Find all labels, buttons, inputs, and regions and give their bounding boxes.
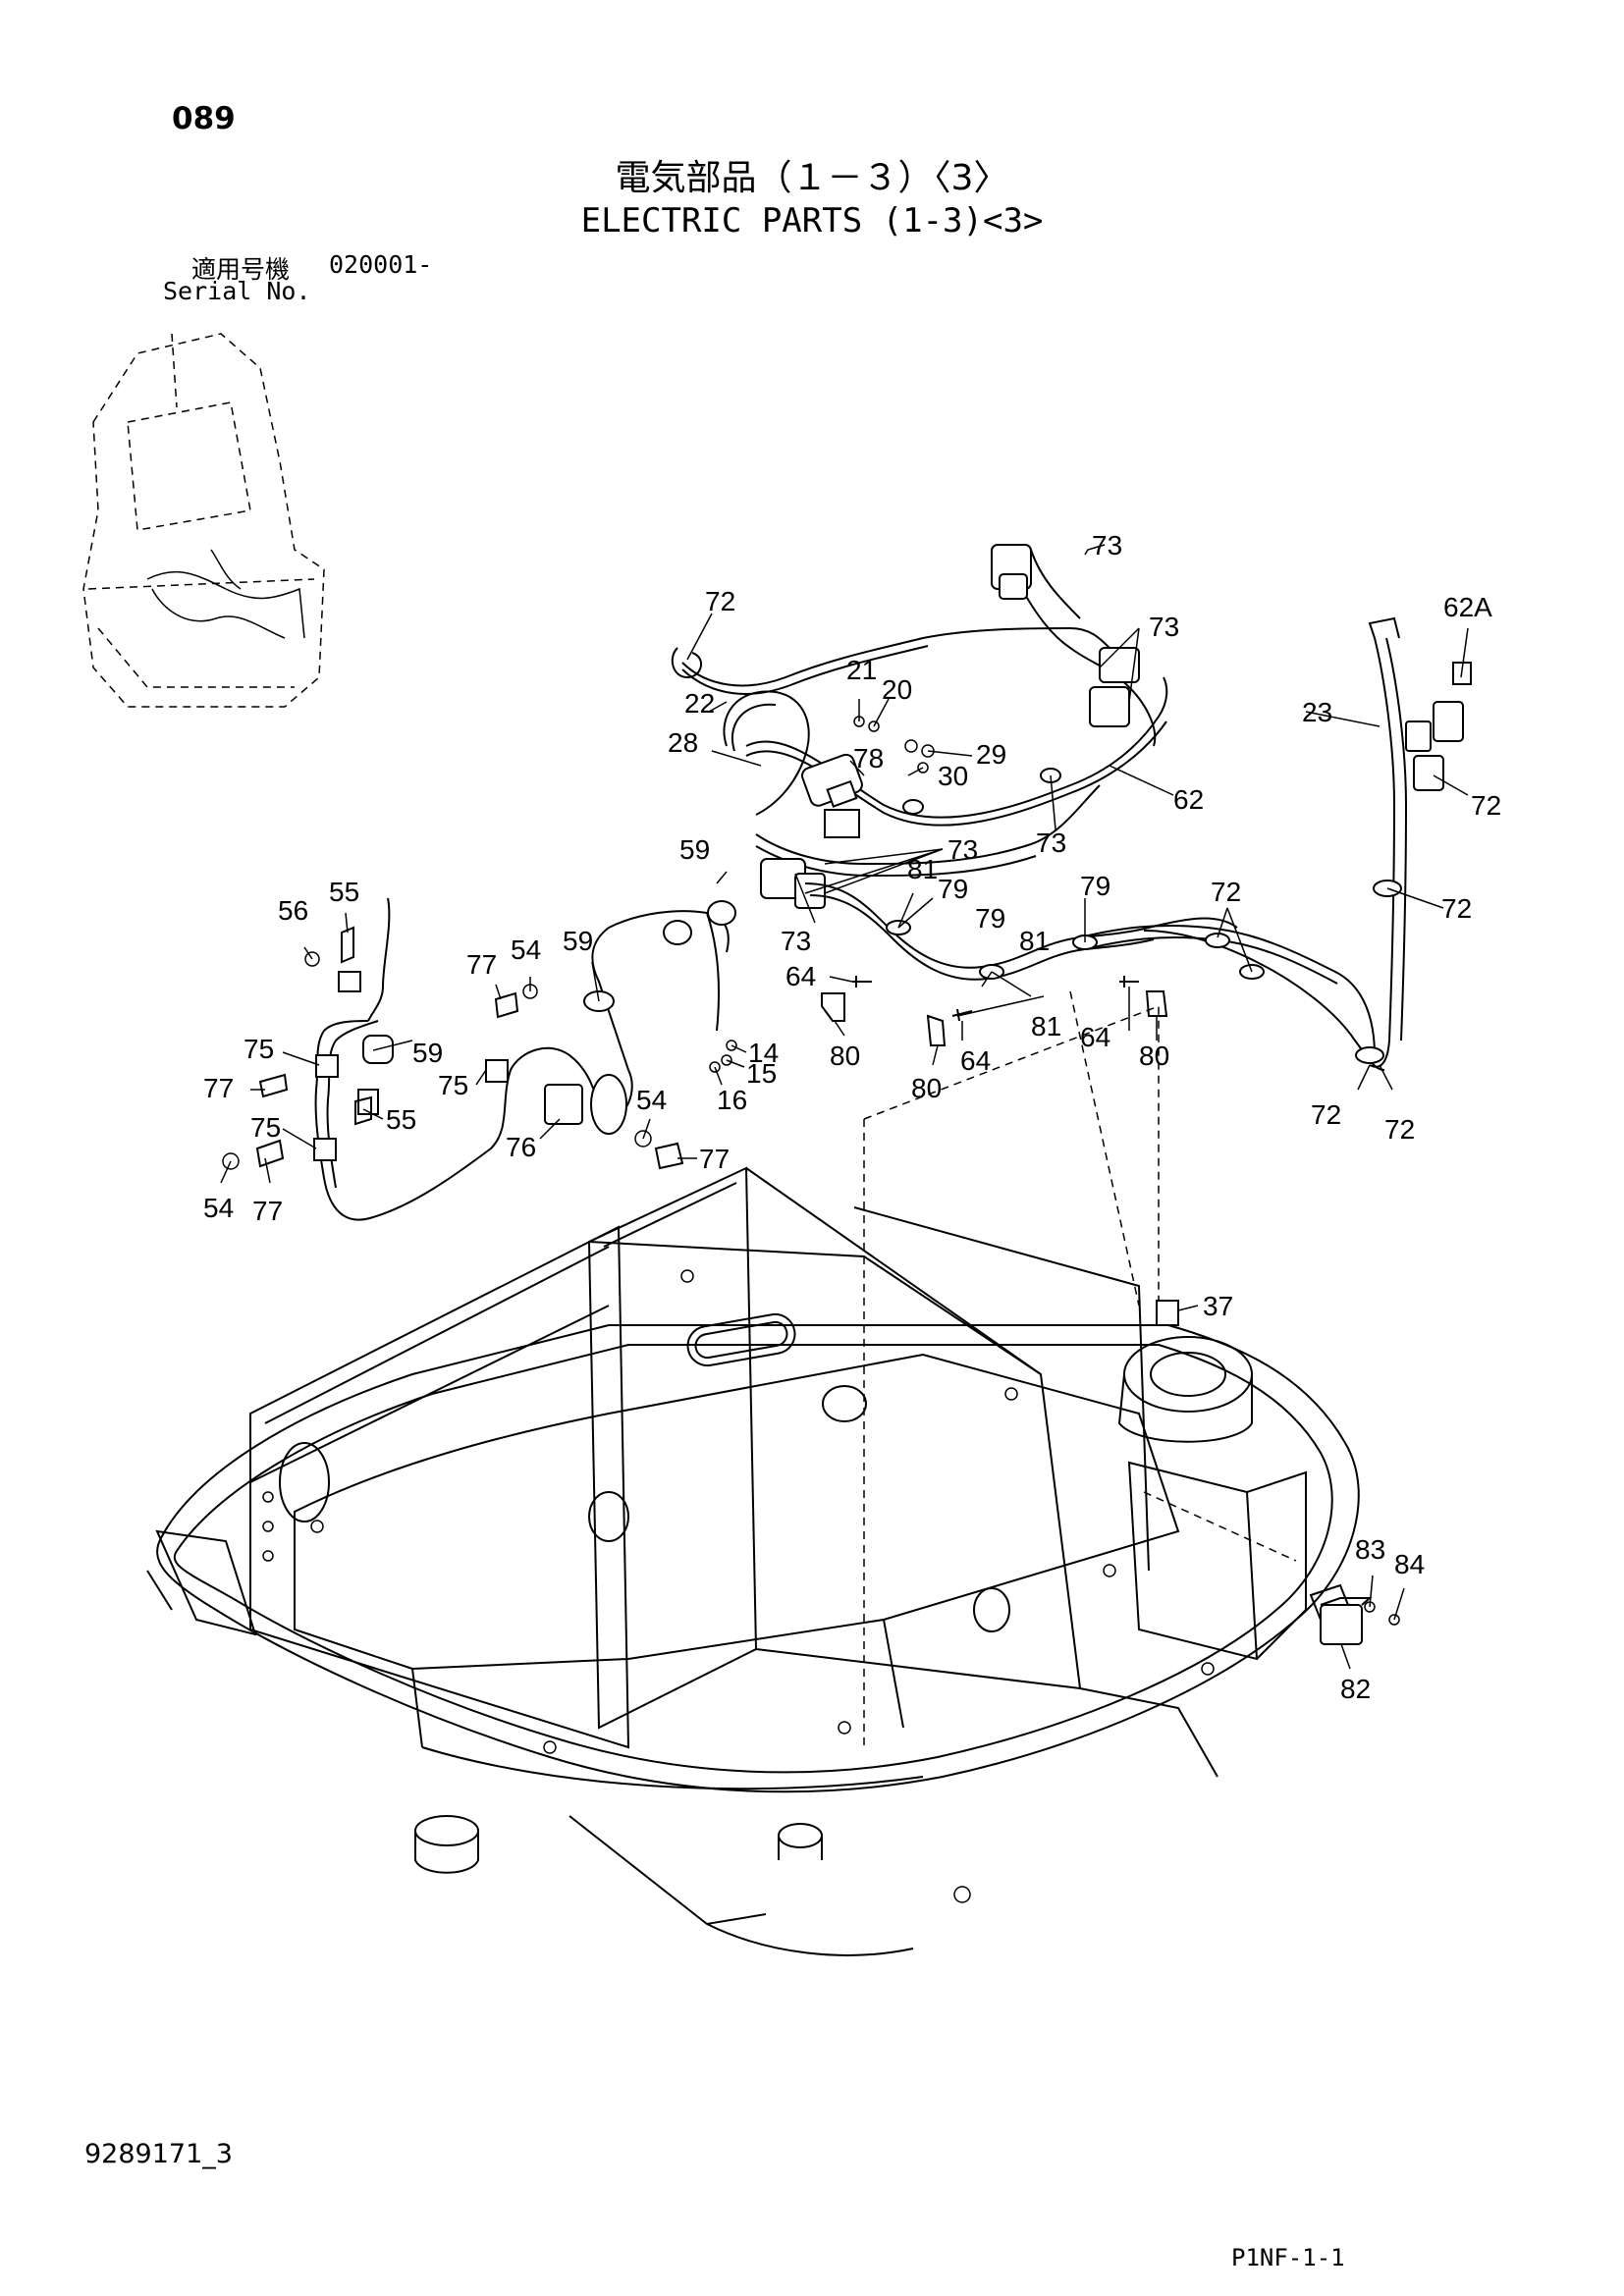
callout-22: 22 <box>684 688 715 719</box>
callout-37: 37 <box>1203 1291 1233 1321</box>
callout-81: 81 <box>1031 1011 1061 1041</box>
serial-label-english: Serial No. <box>163 277 311 305</box>
callout-73: 73 <box>1036 828 1066 858</box>
callout-72: 72 <box>1441 893 1472 924</box>
callout-64: 64 <box>960 1045 991 1076</box>
callout-72: 72 <box>1471 790 1501 821</box>
leader-lines <box>220 544 1469 1670</box>
callout-55: 55 <box>329 877 359 907</box>
callout-14: 14 <box>748 1038 779 1068</box>
callout-54: 54 <box>511 934 541 965</box>
callout-73: 73 <box>1149 612 1179 642</box>
callout-72: 72 <box>1384 1114 1415 1145</box>
page-number: 089 <box>172 101 236 136</box>
callout-76: 76 <box>506 1132 536 1162</box>
callout-64: 64 <box>1080 1022 1110 1052</box>
callout-56: 56 <box>278 895 308 926</box>
callout-labels: 73 72 73 62A 21 20 22 23 28 29 78 30 62 … <box>203 530 1501 1704</box>
callout-62A: 62A <box>1443 592 1492 622</box>
left-wire-harness <box>222 897 736 1221</box>
callout-77: 77 <box>252 1196 283 1226</box>
callout-79: 79 <box>975 903 1005 934</box>
main-wire-harness <box>671 544 1472 1073</box>
callout-16: 16 <box>717 1085 747 1115</box>
callout-55: 55 <box>386 1104 416 1135</box>
reference-code: P1NF-1-1 <box>1231 2244 1345 2271</box>
callout-80: 80 <box>911 1073 942 1103</box>
serial-label-japanese: 適用号機 <box>191 255 291 284</box>
callout-30: 30 <box>938 761 968 791</box>
drawing-id: 9289171_3 <box>84 2139 233 2169</box>
callout-72: 72 <box>1311 1099 1341 1130</box>
callout-54: 54 <box>203 1193 234 1223</box>
callout-15: 15 <box>746 1058 777 1089</box>
callout-73: 73 <box>947 834 978 865</box>
callout-20: 20 <box>882 674 912 705</box>
callout-79: 79 <box>938 874 968 904</box>
callout-73: 73 <box>1092 530 1122 561</box>
callout-77: 77 <box>203 1073 234 1103</box>
callout-77: 77 <box>466 949 497 980</box>
callout-64: 64 <box>785 961 816 991</box>
relay-assembly <box>1309 1583 1400 1645</box>
serial-value: 020001- <box>329 250 433 279</box>
callout-83: 83 <box>1355 1534 1385 1565</box>
title-english: ELECTRIC PARTS (1-3)<3> <box>580 201 1044 240</box>
callout-79: 79 <box>1080 871 1110 901</box>
callout-84: 84 <box>1394 1549 1425 1579</box>
callout-23: 23 <box>1302 697 1332 727</box>
callout-72: 72 <box>705 586 735 616</box>
machine-overview-thumbnail <box>82 333 325 708</box>
callout-62: 62 <box>1173 784 1204 815</box>
callout-82: 82 <box>1340 1674 1371 1704</box>
callout-81: 81 <box>907 854 938 884</box>
callout-29: 29 <box>976 739 1006 770</box>
callout-77: 77 <box>699 1144 730 1174</box>
part-37 <box>1156 1300 1179 1326</box>
title-japanese: 電気部品（１－３）〈3〉 <box>615 158 1009 198</box>
callout-75: 75 <box>438 1070 468 1100</box>
callout-72: 72 <box>1211 877 1241 907</box>
callout-54: 54 <box>636 1085 667 1115</box>
callout-80: 80 <box>830 1041 860 1071</box>
callout-75: 75 <box>244 1034 274 1064</box>
callout-75: 75 <box>250 1112 281 1143</box>
callout-59: 59 <box>412 1038 443 1068</box>
callout-21: 21 <box>846 655 877 685</box>
callout-78: 78 <box>853 743 884 774</box>
callout-80: 80 <box>1139 1041 1169 1071</box>
callout-59: 59 <box>563 926 593 956</box>
upper-structure-frame <box>146 990 1360 1956</box>
callout-73: 73 <box>781 926 811 956</box>
callout-59: 59 <box>679 834 710 865</box>
callout-81: 81 <box>1019 926 1050 956</box>
callout-28: 28 <box>668 727 698 758</box>
